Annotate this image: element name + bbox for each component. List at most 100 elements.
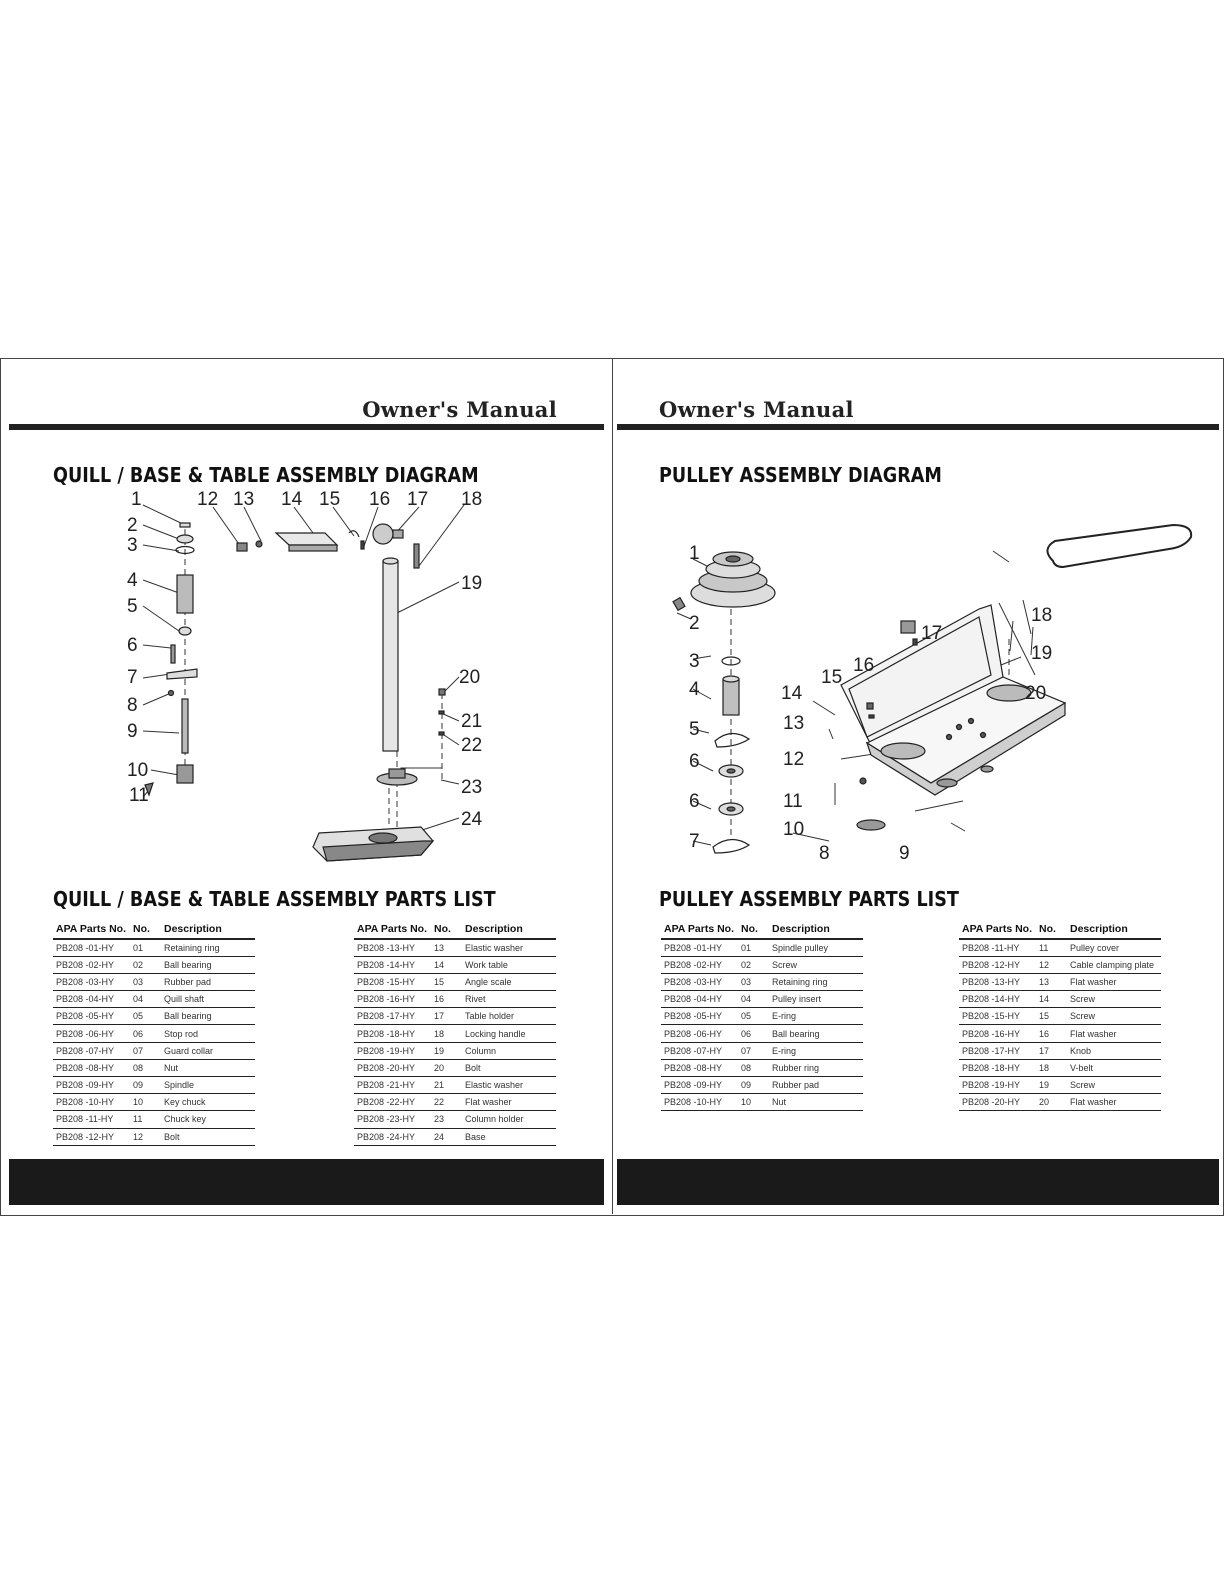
cell-no: 18: [434, 1024, 465, 1043]
cell-part-no: PB208 -16-HY: [959, 1024, 1039, 1043]
callout-9: 9: [899, 843, 910, 864]
cell-no: 10: [741, 1093, 772, 1112]
cell-description: Nut: [164, 1059, 255, 1078]
table-header-row: APA Parts No. No. Description: [959, 921, 1161, 940]
brand-title: Owner's Manual: [362, 397, 557, 422]
manual-spread: Owner's Manual QUILL / BASE & TABLE ASSE…: [0, 358, 1224, 1216]
callout-16: 16: [853, 655, 874, 676]
callout-3: 3: [127, 535, 138, 556]
cell-part-no: PB208 -08-HY: [661, 1059, 741, 1078]
parts-table-13-24: APA Parts No. No. Description PB208 -13-…: [354, 921, 556, 1146]
callout-24: 24: [461, 809, 483, 830]
cell-part-no: PB208 -08-HY: [53, 1059, 133, 1078]
cell-no: 03: [133, 973, 164, 992]
cell-description: Ball bearing: [164, 956, 255, 974]
cell-no: 08: [133, 1059, 164, 1078]
cell-description: Bolt: [465, 1059, 556, 1078]
cell-part-no: PB208 -12-HY: [959, 956, 1039, 974]
callout-7: 7: [689, 831, 700, 852]
table-header-row: APA Parts No. No. Description: [354, 921, 556, 940]
parts-table-1-10: APA Parts No. No. Description PB208 -01-…: [661, 921, 863, 1112]
callout-12: 12: [197, 489, 218, 510]
diagram-title: QUILL / BASE & TABLE ASSEMBLY DIAGRAM: [53, 463, 479, 487]
cell-part-no: PB208 -15-HY: [959, 1007, 1039, 1026]
col-header-part-no: APA Parts No.: [661, 921, 741, 940]
cell-part-no: PB208 -09-HY: [53, 1076, 133, 1095]
col-header-no: No.: [1039, 921, 1070, 940]
cell-description: Spindle: [164, 1076, 255, 1095]
cell-description: Chuck key: [164, 1110, 255, 1129]
col-header-no: No.: [434, 921, 465, 940]
cell-no: 22: [434, 1093, 465, 1112]
cell-part-no: PB208 -01-HY: [661, 939, 741, 957]
callout-20: 20: [1025, 683, 1046, 704]
cell-description: Base: [465, 1128, 556, 1146]
cell-no: 08: [741, 1059, 772, 1078]
cell-no: 14: [434, 956, 465, 974]
quill-base-drawing: 1 2 3 4 5 6 7 8 9 10 11 12 13 14 15 16 1: [127, 489, 483, 862]
cell-part-no: PB208 -04-HY: [53, 990, 133, 1009]
cell-description: Retaining ring: [164, 939, 255, 957]
cell-part-no: PB208 -13-HY: [959, 973, 1039, 992]
cell-description: V-belt: [1070, 1059, 1161, 1078]
cell-description: Pulley insert: [772, 990, 863, 1009]
cell-part-no: PB208 -05-HY: [53, 1007, 133, 1026]
cell-description: Elastic washer: [465, 1076, 556, 1095]
callout-6: 6: [689, 751, 700, 772]
callout-16: 16: [369, 489, 390, 510]
cell-description: Screw: [1070, 1076, 1161, 1095]
cell-description: Rubber pad: [164, 973, 255, 992]
cell-part-no: PB208 -18-HY: [959, 1059, 1039, 1078]
col-header-description: Description: [772, 921, 863, 940]
cell-no: 15: [434, 973, 465, 992]
cell-description: Ball bearing: [164, 1007, 255, 1026]
cell-no: 02: [133, 956, 164, 974]
cell-part-no: PB208 -20-HY: [959, 1093, 1039, 1112]
cell-no: 13: [434, 939, 465, 957]
footer-band: [617, 1159, 1219, 1205]
callout-20: 20: [459, 667, 480, 688]
cell-no: 07: [741, 1042, 772, 1060]
cell-no: 01: [133, 939, 164, 957]
cell-no: 19: [1039, 1076, 1070, 1095]
cell-no: 16: [1039, 1024, 1070, 1043]
cell-no: 09: [133, 1076, 164, 1095]
callout-18: 18: [1031, 605, 1052, 626]
cell-no: 17: [1039, 1042, 1070, 1060]
cell-no: 06: [133, 1024, 164, 1043]
col-header-description: Description: [465, 921, 556, 940]
cell-part-no: PB208 -14-HY: [354, 956, 434, 974]
cell-description: Retaining ring: [772, 973, 863, 992]
cell-no: 23: [434, 1110, 465, 1129]
table-header-row: APA Parts No. No. Description: [53, 921, 255, 940]
callout-19: 19: [1031, 643, 1052, 664]
cell-no: 21: [434, 1076, 465, 1095]
col-header-no: No.: [741, 921, 772, 940]
callout-9: 9: [127, 721, 138, 742]
cell-part-no: PB208 -17-HY: [354, 1007, 434, 1026]
cell-description: Rubber pad: [772, 1076, 863, 1095]
right-page: Owner's Manual PULLEY ASSEMBLY DIAGRAM: [613, 359, 1223, 1214]
cell-part-no: PB208 -11-HY: [959, 939, 1039, 957]
cell-description: Screw: [772, 956, 863, 974]
callout-4: 4: [689, 679, 700, 700]
callout-10: 10: [783, 819, 804, 840]
cell-no: 04: [741, 990, 772, 1009]
